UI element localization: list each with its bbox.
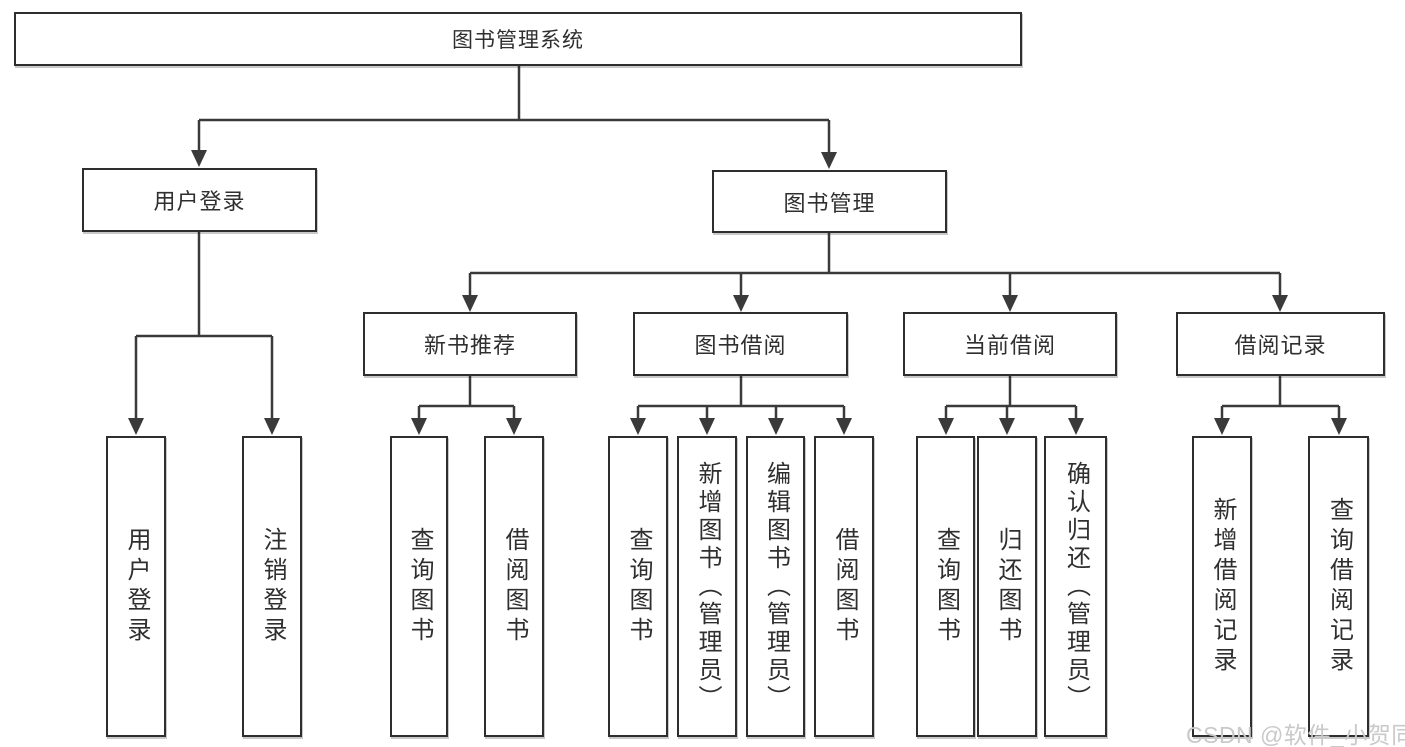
node-current-borrow: 当前借阅 — [903, 312, 1117, 376]
leaf-label: 查询借阅记录 — [1325, 496, 1353, 677]
leaf-bb-add-books-admin: 新增图书（管理员） — [677, 436, 737, 737]
leaf-label: 查询图书 — [932, 526, 960, 647]
leaf-label: 确认归还（管理员） — [1062, 460, 1090, 713]
leaf-label: 借阅图书 — [831, 526, 858, 647]
connector-new-book-rec — [417, 376, 516, 420]
leaf-cb-confirm-return-admin: 确认归还（管理员） — [1044, 436, 1107, 737]
arrow-down-icon — [938, 418, 954, 435]
connector-user-login — [134, 232, 274, 420]
leaf-label: 归还图书 — [994, 526, 1021, 647]
arrow-down-icon — [411, 418, 427, 435]
node-new-book-rec-label: 新书推荐 — [423, 333, 516, 358]
node-borrow-record: 借阅记录 — [1176, 312, 1385, 376]
arrow-down-icon — [1331, 418, 1347, 435]
leaf-bb-query-books: 查询图书 — [608, 436, 668, 737]
leaf-user-login: 用户登录 — [106, 436, 166, 737]
leaf-label: 查询图书 — [406, 526, 433, 647]
node-book-borrow-label: 图书借阅 — [694, 333, 787, 358]
arrow-down-icon — [1214, 418, 1230, 435]
node-root-label: 图书管理系统 — [452, 29, 584, 52]
leaf-br-add-record: 新增借阅记录 — [1192, 436, 1252, 737]
leaf-label: 新增借阅记录 — [1209, 496, 1236, 677]
arrow-down-icon — [733, 295, 749, 312]
leaf-cb-return-books: 归还图书 — [977, 436, 1037, 737]
arrow-down-icon — [999, 418, 1015, 435]
leaf-logout: 注销登录 — [242, 436, 302, 737]
arrow-down-icon — [462, 295, 478, 312]
connector-root — [197, 66, 831, 153]
leaf-label: 编辑图书（管理员） — [762, 460, 790, 713]
arrow-down-icon — [191, 150, 207, 167]
arrow-down-icon — [264, 418, 280, 435]
node-book-mgmt-label: 图书管理 — [783, 190, 876, 216]
leaf-label: 新增图书（管理员） — [694, 460, 721, 713]
connector-book-borrow — [636, 376, 846, 420]
connector-borrow-record — [1220, 376, 1341, 420]
node-user-login-label: 用户登录 — [153, 189, 246, 214]
arrow-down-icon — [1002, 295, 1018, 312]
leaf-bb-borrow-books: 借阅图书 — [814, 436, 874, 737]
leaf-label: 查询图书 — [625, 526, 652, 647]
leaf-bb-edit-books-admin: 编辑图书（管理员） — [746, 436, 805, 737]
node-borrow-record-label: 借阅记录 — [1234, 333, 1327, 358]
arrowheads — [128, 150, 1347, 435]
node-new-book-rec: 新书推荐 — [363, 312, 577, 376]
connector-current-borrow — [944, 376, 1078, 420]
arrow-down-icon — [128, 418, 144, 435]
leaf-rec-query-books: 查询图书 — [390, 436, 448, 737]
arrow-down-icon — [768, 418, 784, 435]
leaf-cb-query-books: 查询图书 — [916, 436, 975, 737]
arrow-down-icon — [836, 418, 852, 435]
csdn-watermark: CSDN @软件_小贺同学 — [1186, 722, 1405, 747]
arrow-down-icon — [821, 152, 837, 169]
leaf-label: 用户登录 — [123, 526, 150, 647]
node-user-login: 用户登录 — [82, 168, 317, 232]
leaf-label: 借阅图书 — [501, 526, 528, 647]
arrow-down-icon — [506, 418, 522, 435]
connector-book-mgmt — [468, 233, 1282, 296]
arrow-down-icon — [1068, 418, 1084, 435]
connector-lines — [134, 66, 1341, 420]
arrow-down-icon — [699, 418, 715, 435]
node-root: 图书管理系统 — [14, 12, 1022, 66]
arrow-down-icon — [1272, 295, 1288, 312]
leaf-br-query-record: 查询借阅记录 — [1308, 436, 1369, 737]
leaf-label: 注销登录 — [259, 526, 286, 647]
arrow-down-icon — [630, 418, 646, 435]
node-current-borrow-label: 当前借阅 — [963, 333, 1056, 358]
node-book-borrow: 图书借阅 — [633, 312, 848, 376]
leaf-rec-borrow-books: 借阅图书 — [484, 436, 544, 737]
node-book-mgmt: 图书管理 — [712, 170, 947, 233]
